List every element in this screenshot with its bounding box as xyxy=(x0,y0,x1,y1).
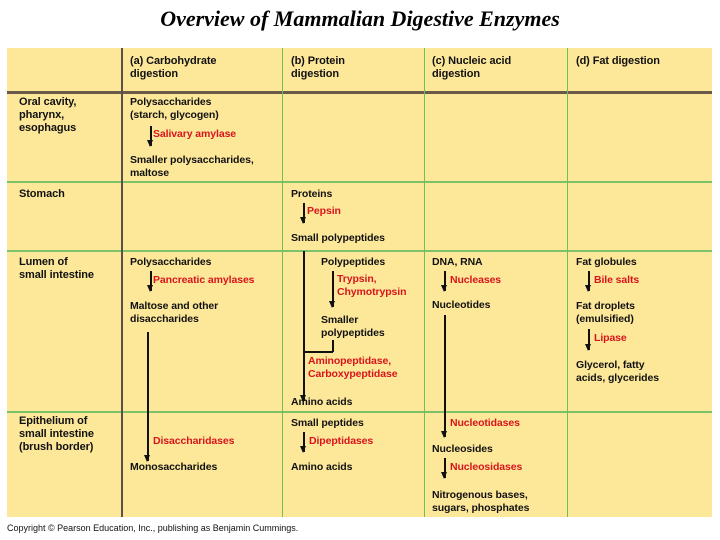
column-divider xyxy=(282,48,283,517)
label-line: small intestine xyxy=(19,428,94,440)
text-line: Polysaccharides xyxy=(130,96,212,108)
header-carbohydrate: (a) Carbohydrate digestion xyxy=(130,55,217,81)
header-line: digestion xyxy=(130,68,178,80)
enzyme-dipeptidases: Dipeptidases xyxy=(309,435,374,447)
stomach-protein-product: Small polypeptides xyxy=(291,232,385,244)
lumen-fat-intermediate: Fat droplets (emulsified) xyxy=(576,300,635,325)
enzyme-salivary-amylase: Salivary amylase xyxy=(153,128,237,140)
oral-carb-substrate: Polysaccharides (starch, glycogen) xyxy=(130,96,219,121)
lumen-carb-substrate: Polysaccharides xyxy=(130,256,212,268)
lumen-fat-final: Glycerol, fatty acids, glycerides xyxy=(576,359,659,384)
text-line: Aminopeptidase, xyxy=(308,355,392,367)
row-divider xyxy=(7,411,712,413)
header-nucleic-acid: (c) Nucleic acid digestion xyxy=(432,55,511,81)
row-label-oral-cavity: Oral cavity, pharynx, esophagus xyxy=(19,96,76,135)
epithelium-nucleic-final: Nitrogenous bases, sugars, phosphates xyxy=(432,489,530,514)
arrow-down-icon xyxy=(441,458,447,479)
label-line: Lumen of xyxy=(19,256,68,268)
label-line: Epithelium of xyxy=(19,415,88,427)
header-line: (a) Carbohydrate xyxy=(130,55,217,67)
row-label-stomach: Stomach xyxy=(19,188,65,201)
connector-line xyxy=(332,340,334,352)
text-line: Maltose and other xyxy=(130,300,219,312)
column-divider xyxy=(424,48,425,517)
label-column-divider xyxy=(121,48,123,517)
header-line: (b) Protein xyxy=(291,55,345,67)
copyright-notice: Copyright © Pearson Education, Inc., pub… xyxy=(7,523,299,533)
lumen-protein-intermediate: Smaller polypeptides xyxy=(321,314,385,339)
enzyme-nucleases: Nucleases xyxy=(450,274,502,286)
connector-line xyxy=(303,351,333,353)
header-line: digestion xyxy=(291,68,339,80)
label-line: pharynx, xyxy=(19,109,65,121)
epithelium-carb-product: Monosaccharides xyxy=(130,461,218,473)
arrow-down-icon xyxy=(144,332,150,462)
text-line: sugars, phosphates xyxy=(432,501,530,514)
text-line: maltose xyxy=(130,166,169,179)
label-line: Oral cavity, xyxy=(19,96,77,108)
header-protein: (b) Protein digestion xyxy=(291,55,345,81)
arrow-down-icon xyxy=(441,315,447,438)
header-line: (c) Nucleic acid xyxy=(432,55,512,67)
arrow-down-icon xyxy=(300,432,306,453)
text-line: (emulsified) xyxy=(576,312,634,325)
text-line: Fat droplets xyxy=(576,300,635,312)
enzyme-bile-salts: Bile salts xyxy=(594,274,640,286)
arrow-down-icon xyxy=(585,329,591,351)
enzyme-nucleosidases: Nucleosidases xyxy=(450,461,523,473)
label-line: (brush border) xyxy=(19,441,94,453)
text-line: disaccharides xyxy=(130,312,199,325)
epithelium-protein-substrate: Small peptides xyxy=(291,417,364,429)
text-line: Glycerol, fatty xyxy=(576,359,645,371)
enzyme-trypsin-chymotrypsin: Trypsin, Chymotrypsin xyxy=(337,273,407,298)
oral-carb-product: Smaller polysaccharides, maltose xyxy=(130,154,254,179)
enzyme-disaccharidases: Disaccharidases xyxy=(153,435,235,447)
header-fat: (d) Fat digestion xyxy=(576,55,660,68)
lumen-nucleic-substrate: DNA, RNA xyxy=(432,256,483,268)
arrow-down-icon xyxy=(441,271,447,292)
arrow-down-icon xyxy=(147,126,153,147)
arrow-down-icon xyxy=(300,378,306,402)
text-line: Nitrogenous bases, xyxy=(432,489,528,501)
text-line: Carboxypeptidase xyxy=(308,367,398,380)
lumen-fat-substrate: Fat globules xyxy=(576,256,637,268)
epithelium-protein-product: Amino acids xyxy=(291,461,353,473)
enzyme-pancreatic-amylases: Pancreatic amylases xyxy=(153,274,255,286)
column-divider xyxy=(567,48,568,517)
text-line: Trypsin, xyxy=(337,273,377,285)
stomach-protein-substrate: Proteins xyxy=(291,188,333,200)
enzyme-pepsin: Pepsin xyxy=(307,205,341,217)
label-line: esophagus xyxy=(19,122,77,134)
header-divider xyxy=(7,91,712,94)
lumen-carb-product: Maltose and other disaccharides xyxy=(130,300,218,325)
connector-line xyxy=(303,251,305,401)
text-line: (starch, glycogen) xyxy=(130,108,219,121)
enzyme-table: (a) Carbohydrate digestion (b) Protein d… xyxy=(7,48,712,517)
row-divider xyxy=(7,181,712,183)
enzyme-lipase: Lipase xyxy=(594,332,627,344)
arrow-down-icon xyxy=(585,271,591,292)
arrow-down-icon xyxy=(300,203,306,224)
lumen-nucleic-product: Nucleotides xyxy=(432,299,491,311)
lumen-protein-substrate: Polypeptides xyxy=(321,256,386,268)
epithelium-nucleic-product: Nucleosides xyxy=(432,443,493,455)
enzyme-nucleotidases: Nucleotidases xyxy=(450,417,520,429)
row-label-lumen: Lumen of small intestine xyxy=(19,256,94,282)
text-line: Smaller polysaccharides, xyxy=(130,154,254,166)
text-line: Chymotrypsin xyxy=(337,285,407,298)
text-line: polypeptides xyxy=(321,326,385,339)
text-line: Smaller xyxy=(321,314,359,326)
header-line: digestion xyxy=(432,68,480,80)
label-line: Stomach xyxy=(19,188,65,200)
label-line: small intestine xyxy=(19,269,94,281)
row-divider xyxy=(7,250,712,252)
header-line: (d) Fat digestion xyxy=(576,55,660,67)
arrow-down-icon xyxy=(329,271,335,308)
page-title: Overview of Mammalian Digestive Enzymes xyxy=(160,6,560,31)
text-line: acids, glycerides xyxy=(576,371,659,384)
row-label-epithelium: Epithelium of small intestine (brush bor… xyxy=(19,415,94,454)
lumen-protein-final: Amino acids xyxy=(291,396,353,408)
arrow-down-icon xyxy=(147,271,153,292)
enzyme-aminopeptidase-carboxypeptidase: Aminopeptidase, Carboxypeptidase xyxy=(308,355,398,380)
